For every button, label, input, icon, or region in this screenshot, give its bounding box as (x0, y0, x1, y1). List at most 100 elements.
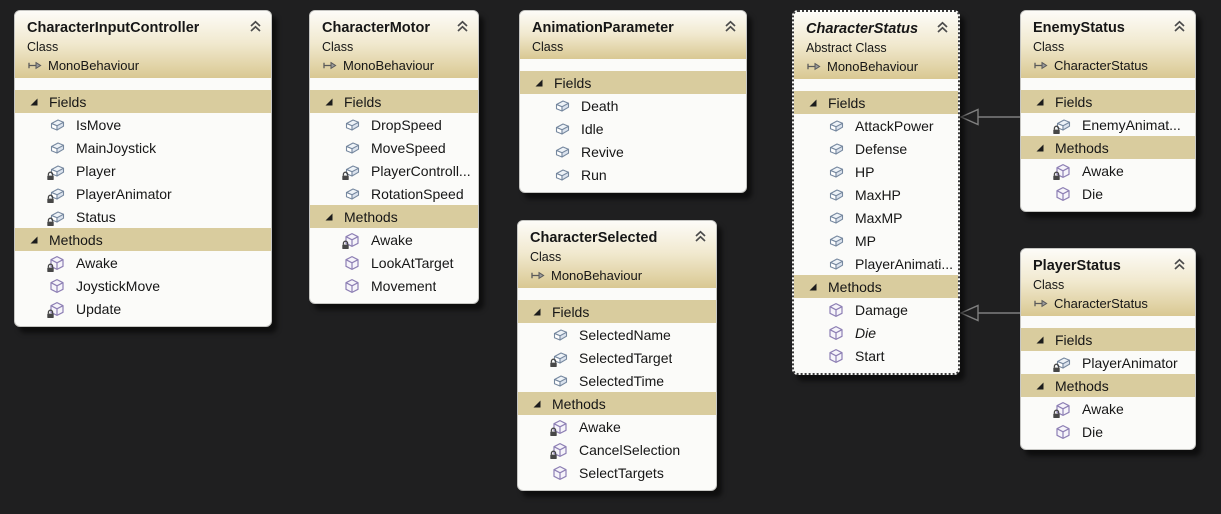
member-row-idle[interactable]: Idle (520, 117, 746, 140)
section-header-fields[interactable]: Fields (794, 91, 958, 114)
class-card-character-status[interactable]: CharacterStatus Abstract Class MonoBehav… (792, 10, 960, 375)
member-row-selectedname[interactable]: SelectedName (518, 323, 716, 346)
card-header[interactable]: CharacterMotor Class MonoBehaviour (310, 11, 478, 78)
member-row-awake[interactable]: Awake (310, 228, 478, 251)
member-row-die[interactable]: Die (1021, 182, 1195, 205)
member-row-joystickmove[interactable]: JoystickMove (15, 274, 271, 297)
member-row-revive[interactable]: Revive (520, 140, 746, 163)
card-header[interactable]: CharacterSelected Class MonoBehaviour (518, 221, 716, 288)
member-row-maxhp[interactable]: MaxHP (794, 183, 958, 206)
section-label: Methods (49, 231, 103, 248)
member-row-cancelselection[interactable]: CancelSelection (518, 438, 716, 461)
method-icon (1053, 163, 1072, 180)
member-row-selectedtarget[interactable]: SelectedTarget (518, 346, 716, 369)
member-row-movespeed[interactable]: MoveSpeed (310, 136, 478, 159)
member-row-lookattarget[interactable]: LookAtTarget (310, 251, 478, 274)
collapse-chevron-icon[interactable] (724, 20, 737, 33)
member-row-rotationspeed[interactable]: RotationSpeed (310, 182, 478, 205)
member-row-update[interactable]: Update (15, 297, 271, 320)
card-header[interactable]: EnemyStatus Class CharacterStatus (1021, 11, 1195, 78)
expander-icon[interactable] (324, 97, 334, 107)
class-card-character-input-controller[interactable]: CharacterInputController Class MonoBehav… (14, 10, 272, 327)
member-row-mp[interactable]: MP (794, 229, 958, 252)
section-header-methods[interactable]: Methods (794, 275, 958, 298)
class-card-enemy-status[interactable]: EnemyStatus Class CharacterStatus Fields… (1020, 10, 1196, 212)
member-row-mainjoystick[interactable]: MainJoystick (15, 136, 271, 159)
lock-icon (1052, 125, 1061, 135)
member-label: Damage (855, 301, 908, 318)
collapse-chevron-icon[interactable] (249, 20, 262, 33)
class-card-character-motor[interactable]: CharacterMotor Class MonoBehaviour Field… (309, 10, 479, 304)
member-row-run[interactable]: Run (520, 163, 746, 186)
class-card-character-selected[interactable]: CharacterSelected Class MonoBehaviour Fi… (517, 220, 717, 491)
collapse-chevron-icon[interactable] (1173, 258, 1186, 271)
expander-icon[interactable] (29, 235, 39, 245)
base-type-name: CharacterStatus (1054, 58, 1148, 73)
card-header[interactable]: CharacterInputController Class MonoBehav… (15, 11, 271, 78)
section-label: Methods (552, 395, 606, 412)
expander-icon[interactable] (808, 282, 818, 292)
section-header-fields[interactable]: Fields (15, 90, 271, 113)
card-header[interactable]: AnimationParameter Class (520, 11, 746, 59)
expander-icon[interactable] (29, 97, 39, 107)
member-row-awake[interactable]: Awake (1021, 159, 1195, 182)
card-header[interactable]: PlayerStatus Class CharacterStatus (1021, 249, 1195, 316)
inheritance-connector-enemy-status-to-character-status[interactable] (959, 108, 1021, 126)
collapse-chevron-icon[interactable] (456, 20, 469, 33)
field-icon (47, 186, 66, 203)
expander-icon[interactable] (1035, 335, 1045, 345)
member-row-selectedtime[interactable]: SelectedTime (518, 369, 716, 392)
member-row-player[interactable]: Player (15, 159, 271, 182)
expander-icon[interactable] (534, 78, 544, 88)
member-row-defense[interactable]: Defense (794, 137, 958, 160)
expander-icon[interactable] (324, 212, 334, 222)
section-header-fields[interactable]: Fields (1021, 328, 1195, 351)
expander-icon[interactable] (1035, 143, 1045, 153)
member-row-damage[interactable]: Damage (794, 298, 958, 321)
section-header-fields[interactable]: Fields (518, 300, 716, 323)
member-row-playeranimator[interactable]: PlayerAnimator (1021, 351, 1195, 374)
section-header-fields[interactable]: Fields (310, 90, 478, 113)
member-row-enemyanimat[interactable]: EnemyAnimat... (1021, 113, 1195, 136)
member-label: Die (855, 324, 877, 341)
member-row-death[interactable]: Death (520, 94, 746, 117)
section-header-methods[interactable]: Methods (1021, 136, 1195, 159)
member-row-start[interactable]: Start (794, 344, 958, 367)
member-row-hp[interactable]: HP (794, 160, 958, 183)
expander-icon[interactable] (1035, 97, 1045, 107)
member-row-status[interactable]: Status (15, 205, 271, 228)
expander-icon[interactable] (1035, 381, 1045, 391)
collapse-chevron-icon[interactable] (936, 21, 949, 34)
section-header-methods[interactable]: Methods (15, 228, 271, 251)
member-row-die[interactable]: Die (794, 321, 958, 344)
member-row-playercontroll[interactable]: PlayerControll... (310, 159, 478, 182)
member-row-awake[interactable]: Awake (15, 251, 271, 274)
class-card-player-status[interactable]: PlayerStatus Class CharacterStatus Field… (1020, 248, 1196, 450)
method-icon (1055, 424, 1072, 440)
member-row-selecttargets[interactable]: SelectTargets (518, 461, 716, 484)
collapse-chevron-icon[interactable] (1173, 20, 1186, 33)
section-header-fields[interactable]: Fields (520, 71, 746, 94)
section-header-methods[interactable]: Methods (1021, 374, 1195, 397)
member-row-attackpower[interactable]: AttackPower (794, 114, 958, 137)
member-row-movement[interactable]: Movement (310, 274, 478, 297)
collapse-chevron-icon[interactable] (694, 230, 707, 243)
expander-icon[interactable] (532, 399, 542, 409)
section-header-methods[interactable]: Methods (310, 205, 478, 228)
member-row-dropspeed[interactable]: DropSpeed (310, 113, 478, 136)
member-row-playeranimator[interactable]: PlayerAnimator (15, 182, 271, 205)
expander-icon[interactable] (532, 307, 542, 317)
section-header-methods[interactable]: Methods (518, 392, 716, 415)
field-icon (828, 118, 845, 134)
member-row-die[interactable]: Die (1021, 420, 1195, 443)
member-row-playeranimati[interactable]: PlayerAnimati... (794, 252, 958, 275)
expander-icon[interactable] (808, 98, 818, 108)
member-row-awake[interactable]: Awake (518, 415, 716, 438)
section-header-fields[interactable]: Fields (1021, 90, 1195, 113)
card-header[interactable]: CharacterStatus Abstract Class MonoBehav… (794, 12, 958, 79)
inheritance-connector-player-status-to-character-status[interactable] (959, 304, 1021, 322)
member-row-maxmp[interactable]: MaxMP (794, 206, 958, 229)
member-row-awake[interactable]: Awake (1021, 397, 1195, 420)
member-row-ismove[interactable]: IsMove (15, 113, 271, 136)
